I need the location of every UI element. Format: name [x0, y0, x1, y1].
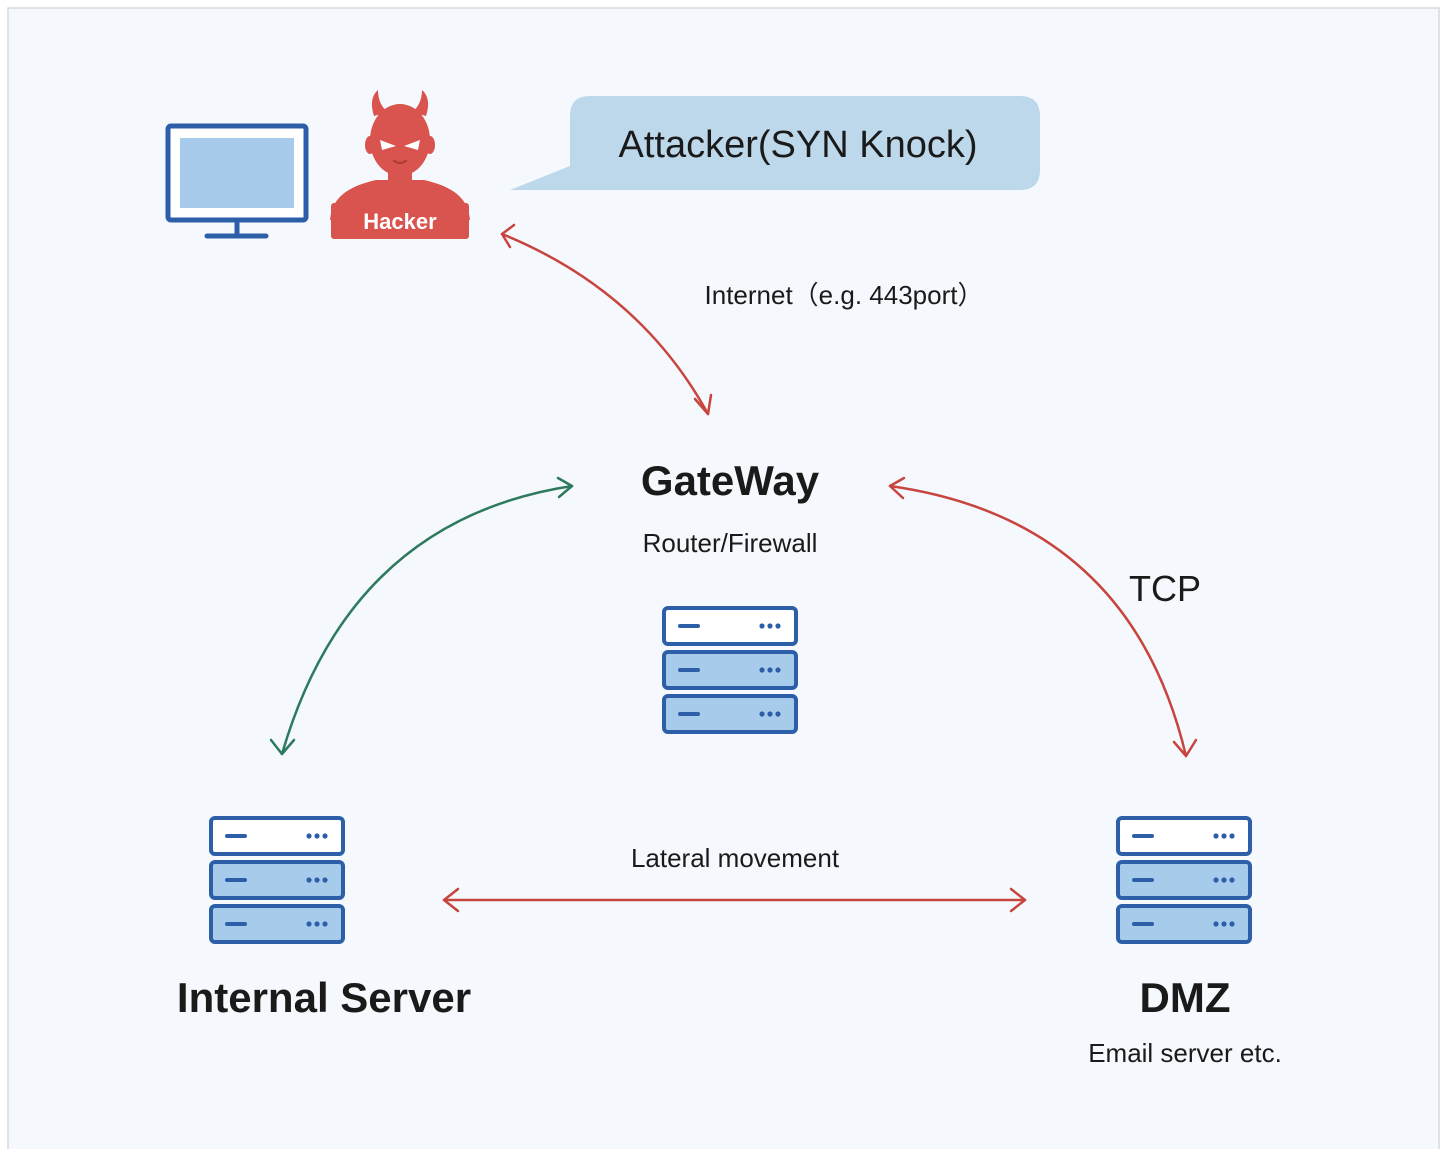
speech-bubble: Attacker(SYN Knock)	[510, 96, 1040, 190]
gateway-subtitle: Router/Firewall	[643, 528, 818, 558]
tcp-link-label: TCP	[1129, 568, 1201, 609]
monitor-icon	[165, 123, 309, 239]
internet-link-label: Internet（e.g. 443port）	[705, 280, 984, 310]
dmz-subtitle: Email server etc.	[1088, 1038, 1282, 1068]
gateway-title: GateWay	[641, 457, 820, 504]
internal-server-icon	[209, 816, 345, 944]
trusted-arrow	[269, 476, 574, 756]
gateway-server-icon	[662, 606, 798, 734]
dmz-title: DMZ	[1140, 974, 1231, 1021]
tcp-arrow	[888, 476, 1198, 758]
hacker-badge-label: Hacker	[363, 209, 437, 234]
internet-arrow	[500, 223, 713, 416]
bubble-text: Attacker(SYN Knock)	[619, 124, 978, 166]
lateral-arrow	[442, 887, 1027, 913]
dmz-server-icon	[1116, 816, 1252, 944]
lateral-link-label: Lateral movement	[631, 843, 840, 873]
internal-server-title: Internal Server	[177, 974, 471, 1021]
hacker-icon: Hacker	[330, 90, 470, 239]
